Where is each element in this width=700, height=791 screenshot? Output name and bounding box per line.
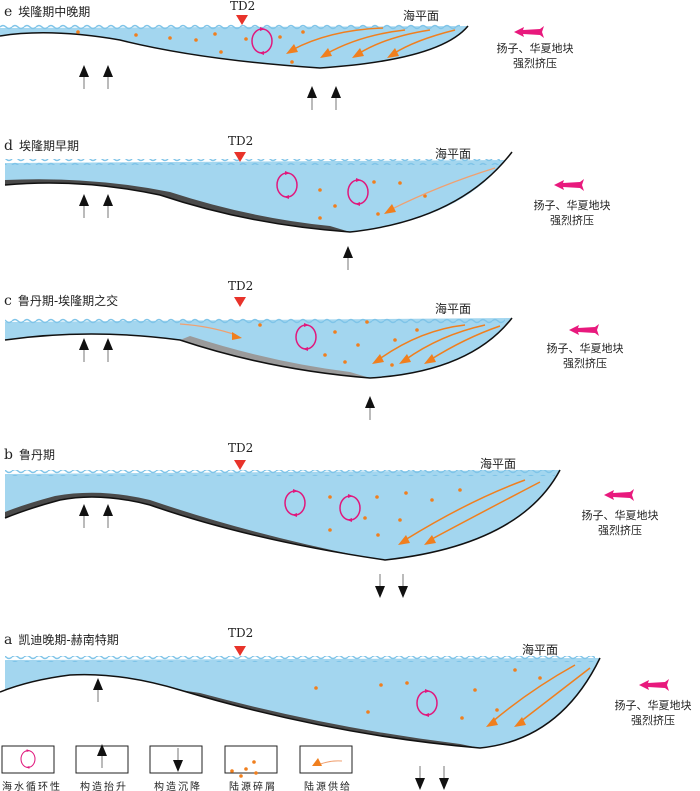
panel-c-sea-level: 海平面	[435, 302, 472, 316]
panel-a-compression-label: 扬子、华夏地块强烈挤压	[614, 699, 692, 727]
legend-detritus-dots-icon	[230, 760, 258, 778]
panel-a-well-label: TD2	[228, 626, 254, 640]
panel-d	[4, 151, 584, 271]
legend-circulation-icon	[20, 748, 36, 770]
panel-e-sea-level: 海平面	[403, 9, 440, 23]
legend-label-detritus: 陆源碎屑	[229, 782, 277, 791]
legend-subsidence-arrow-icon	[172, 747, 184, 773]
legend-label-supply: 陆源供给	[304, 782, 352, 791]
panel-d-sea-level: 海平面	[435, 147, 472, 161]
panel-d-well-label: TD2	[228, 134, 254, 148]
legend-supply-arrow-icon	[312, 758, 343, 766]
panel-e-well-label: TD2	[230, 0, 256, 13]
panel-e	[0, 15, 544, 111]
legend-label-uplift: 构造抬升	[80, 782, 128, 791]
panel-d-compression-label: 扬子、华夏地块强烈挤压	[533, 199, 611, 227]
panel-c	[4, 297, 599, 421]
panel-a-sea-level: 海平面	[522, 643, 559, 657]
panel-b-compression-label: 扬子、华夏地块强烈挤压	[581, 509, 659, 537]
panel-c-well-label: TD2	[228, 279, 254, 293]
panel-b	[4, 460, 634, 599]
panel-b-sea-level: 海平面	[480, 457, 517, 471]
panel-c-compression-label: 扬子、华夏地块强烈挤压	[546, 342, 624, 370]
panel-e-compression-label: 扬子、华夏地块强烈挤压	[496, 42, 574, 70]
legend-label-subsidence: 构造沉降	[154, 782, 202, 791]
panel-b-well-label: TD2	[228, 441, 254, 455]
legend-uplift-arrow-icon	[96, 743, 108, 769]
legend-label-circulation: 海水循环性	[2, 782, 62, 791]
panel-a	[0, 646, 669, 791]
